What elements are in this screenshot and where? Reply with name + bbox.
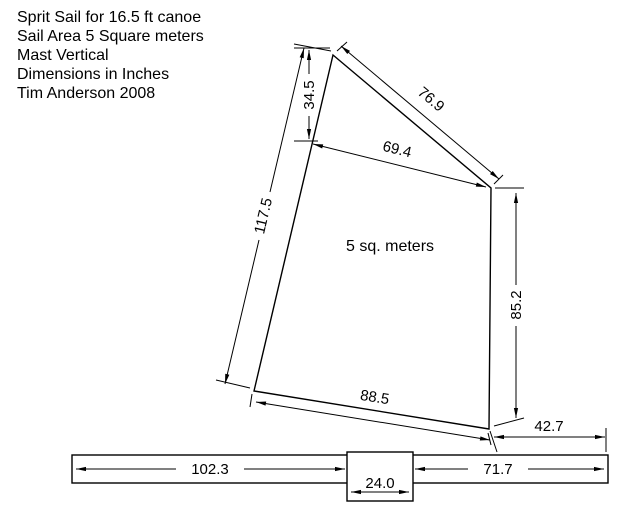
dimension-foot: 88.5 (249, 387, 492, 446)
boom-drawing (71, 451, 609, 502)
dimension-head-edge: 76.9 (336, 41, 504, 185)
dimension-throat-to-peak: 69.4 (312, 138, 487, 188)
dimension-line (255, 401, 491, 441)
dimension-mast-width: 24.0 (351, 475, 409, 495)
dimension-line (312, 143, 487, 188)
extension-line (487, 432, 492, 446)
title-line-5: Tim Anderson 2008 (17, 85, 155, 102)
sail-area-label: 5 sq. meters (346, 238, 434, 255)
extension-line (493, 417, 525, 427)
dim-label-boom-forward: 102.3 (191, 461, 229, 478)
dimension-head-drop: 34.5 (294, 47, 330, 142)
title-line-1: Sprit Sail for 16.5 ft canoe (17, 9, 201, 26)
dim-label-leech: 85.2 (508, 290, 525, 319)
dimension-leech: 85.2 (493, 187, 525, 427)
extension-line (215, 379, 251, 389)
dim-label-foot: 88.5 (359, 387, 391, 408)
dimension-clew-to-boom-end: 42.7 (489, 418, 607, 453)
dim-label-boom-aft: 71.7 (483, 461, 512, 478)
title-line-2: Sail Area 5 Square meters (17, 28, 204, 45)
dim-label-mast-width: 24.0 (365, 475, 394, 492)
extension-line (249, 393, 253, 408)
dim-label-head-drop: 34.5 (301, 80, 318, 109)
dim-label-throat-to-peak: 69.4 (381, 138, 413, 162)
dimension-line (224, 239, 260, 385)
dim-label-luff: 117.5 (251, 196, 276, 235)
dimension-line (340, 45, 500, 180)
title-line-4: Dimensions in Inches (17, 66, 169, 83)
title-line-3: Mast Vertical (17, 47, 109, 64)
title-block: Sprit Sail for 16.5 ft canoe Sail Area 5… (17, 9, 204, 102)
dimension-line (269, 47, 305, 193)
extension-line (493, 174, 504, 185)
dim-label-head-edge: 76.9 (414, 84, 447, 116)
dimension-boom-aft: 71.7 (415, 461, 604, 478)
dim-label-clew-to-boom-end: 42.7 (534, 418, 563, 435)
extension-line (489, 430, 498, 453)
dimension-boom-forward: 102.3 (76, 461, 345, 478)
